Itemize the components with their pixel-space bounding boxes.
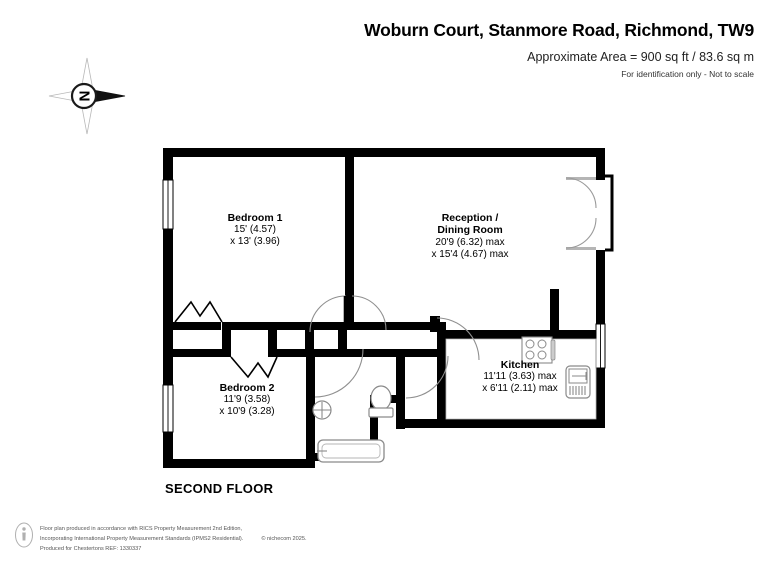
door-arc-bathroom (405, 355, 449, 399)
interior-doors (309, 295, 480, 399)
room-name-reception-line1: Reception / (441, 212, 499, 224)
window-reception (595, 323, 606, 369)
footer-line-3: Produced for Chestertons REF: 1330337 (40, 546, 142, 553)
footer-line-2-wrap: Incorporating International Property Mea… (40, 534, 307, 544)
compass-north-label: N (76, 91, 93, 102)
room-name-bedroom1: Bedroom 1 (227, 212, 283, 224)
room-label-bedroom1: Bedroom 1 15' (4.57) x 13' (3.96) (180, 212, 330, 248)
door-arc-reception (351, 295, 387, 331)
room-dim1-bedroom1: 15' (4.57) (234, 224, 276, 236)
window-bedroom1 (162, 179, 174, 230)
footer: Floor plan produced in accordance with R… (14, 521, 514, 555)
room-name-bedroom2: Bedroom 2 (219, 382, 275, 394)
floor-level-title: SECOND FLOOR (165, 481, 274, 496)
info-person-icon (14, 522, 34, 548)
toilet-fixture (368, 385, 394, 418)
room-dim1-reception: 20'9 (6.32) max (435, 236, 505, 248)
room-label-bedroom2: Bedroom 2 11'9 (3.58) x 10'9 (3.28) (172, 382, 322, 418)
footer-disclaimer-text: Floor plan produced in accordance with R… (40, 521, 307, 555)
room-dim1-bedroom2: 11'9 (3.58) (223, 394, 271, 406)
room-name-kitchen: Kitchen (500, 359, 540, 371)
footer-line-2: Incorporating International Property Mea… (40, 536, 244, 543)
room-dim1-kitchen: 11'11 (3.63) max (483, 371, 557, 383)
door-arc-kitchen (436, 317, 480, 361)
room-dim2-bedroom2: x 10'9 (3.28) (219, 406, 275, 418)
room-dim2-reception: x 15'4 (4.67) max (431, 248, 509, 260)
french-doors-reception (565, 174, 614, 252)
room-dim2-kitchen: x 6'11 (2.11) max (482, 383, 558, 395)
page-title: Woburn Court, Stanmore Road, Richmond, T… (364, 20, 754, 40)
walls (163, 148, 605, 468)
footer-line-1: Floor plan produced in accordance with R… (40, 526, 243, 532)
room-name-reception-line2: Dining Room (437, 224, 503, 237)
room-label-reception: Reception / Dining Room 20'9 (6.32) max … (385, 212, 555, 260)
bathroom-fixtures (312, 385, 394, 463)
door-arc-bedroom2 (314, 348, 364, 398)
bathtub-fixture (317, 439, 385, 463)
footer-copyright: © nichecom 2025. (261, 536, 307, 543)
approximate-area-text: Approximate Area = 900 sq ft / 83.6 sq m (527, 50, 754, 64)
compass-rose-icon: N (48, 56, 126, 136)
room-label-kitchen: Kitchen 11'11 (3.63) max x 6'11 (2.11) m… (455, 359, 585, 395)
bifold-cupboard-1 (174, 300, 223, 323)
header: Woburn Court, Stanmore Road, Richmond, T… (0, 0, 768, 79)
bifold-cupboard-2 (230, 356, 278, 379)
cupboard-doors (174, 300, 278, 379)
scale-disclaimer-text: For identification only - Not to scale (621, 69, 754, 79)
door-arc-bedroom1 (309, 295, 347, 333)
room-dim2-bedroom1: x 13' (3.96) (230, 236, 280, 248)
